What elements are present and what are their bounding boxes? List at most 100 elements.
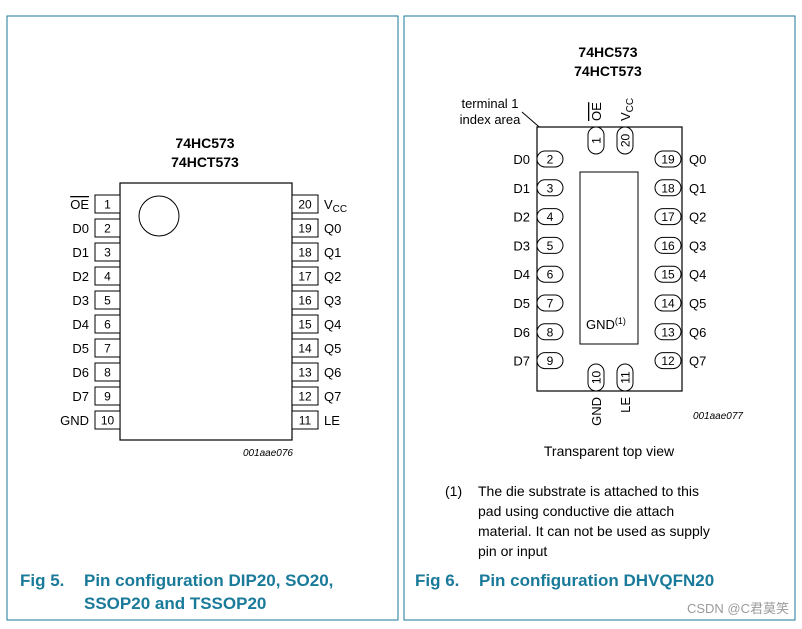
- fig6-pin-pad: [536, 265, 564, 283]
- fig6-pin-label: Q7: [689, 354, 706, 369]
- fig6-pin-number: 8: [547, 325, 554, 339]
- fig5-caption-line1: Pin configuration DIP20, SO20,: [84, 571, 333, 590]
- fig5-pin-12: 12 Q7: [291, 386, 341, 406]
- fig6-pin-7: 7D5: [513, 294, 564, 312]
- fig6-pin-label: D1: [513, 181, 530, 196]
- fig5-pin-box: [291, 362, 319, 382]
- fig6-pin-number: 15: [661, 268, 675, 282]
- fig5-pin-label: D4: [72, 317, 89, 332]
- fig5-pin-number: 14: [298, 342, 312, 356]
- fig6-pin-label: Q6: [689, 325, 706, 340]
- fig5-pin-box: [94, 242, 121, 262]
- fig6-pin-pad: [536, 179, 564, 197]
- fig5-pin-number: 20: [298, 198, 312, 212]
- fig5-pin-box: [94, 218, 121, 238]
- fig5-pin-label: Q5: [324, 341, 341, 356]
- fig6-pin-pad: [536, 294, 564, 312]
- fig6-pin-2: 2D0: [513, 150, 564, 168]
- fig5-pin-number: 3: [104, 246, 111, 260]
- fig5-pin-label: D2: [72, 269, 89, 284]
- fig5-panel: [6, 15, 399, 621]
- fig5-pin-number: 18: [298, 246, 312, 260]
- fig6-pin-pad: [587, 126, 605, 155]
- fig6-pin-1: 1OE: [587, 102, 605, 155]
- fig6-pin-number: 4: [547, 210, 554, 224]
- fig5-pin-label: D3: [72, 293, 89, 308]
- fig6-pin-number: 20: [619, 134, 633, 148]
- fig6-pin-label: Q1: [689, 181, 706, 196]
- fig5-caption-number: Fig 5.: [20, 571, 64, 590]
- fig6-pin-number: 19: [661, 153, 675, 167]
- fig5-pin-6: 6D4: [72, 314, 121, 334]
- fig5-pin-label: LE: [324, 413, 340, 428]
- fig6-panel: [403, 15, 796, 621]
- fig6-pin-label: Q4: [689, 267, 706, 282]
- fig5-pin-2: 2D0: [72, 218, 121, 238]
- fig5-pin-box: [291, 314, 319, 334]
- fig5-pin-label: D1: [72, 245, 89, 260]
- fig5-pin-label: GND: [60, 413, 89, 428]
- fig6-footnote-number: (1): [445, 483, 462, 499]
- fig6-pin-number: 17: [661, 210, 675, 224]
- fig5-pin-11: 11 LE: [291, 410, 340, 430]
- fig5-pin-number: 17: [298, 270, 312, 284]
- fig6-pin-label: D4: [513, 267, 530, 282]
- fig6-pin-6: 6D4: [513, 265, 564, 283]
- fig5-pin-box: [291, 386, 319, 406]
- fig5-pin-number: 11: [299, 414, 312, 428]
- fig5-pin-box: [94, 410, 121, 430]
- fig5-pin-label: Q7: [324, 389, 341, 404]
- fig6-pin-label: D0: [513, 152, 530, 167]
- fig6-pin-pad: [654, 265, 682, 283]
- fig5-pin-number: 15: [298, 318, 312, 332]
- fig5-pin-box: [291, 410, 319, 430]
- fig6-pin-3: 3D1: [513, 179, 564, 197]
- fig6-pin-number: 18: [661, 181, 675, 195]
- fig6-pin-label: GND: [589, 397, 604, 426]
- fig5-pin-14: 14 Q5: [291, 338, 341, 358]
- fig5-pin-label: Q0: [324, 221, 341, 236]
- fig5-pin-9: 9D7: [72, 386, 121, 406]
- fig5-drawing-code: 001aae076: [243, 448, 293, 459]
- fig5-pin-box: [291, 338, 319, 358]
- fig5-pin-label: OE: [70, 197, 89, 212]
- fig6-pin-pad: [616, 126, 634, 155]
- fig6-ic-body: [536, 126, 683, 392]
- fig5-pin-number: 16: [298, 294, 312, 308]
- fig5-pin-box: [291, 218, 319, 238]
- fig6-footnote: (1) The die substrate is attached to thi…: [445, 483, 710, 559]
- fig6-pin-pad: [616, 363, 634, 392]
- fig6-pin-pad: [654, 236, 682, 254]
- fig6-pin-pad: [536, 208, 564, 226]
- fig6-pin-pad: [536, 352, 564, 370]
- fig5-pin-7: 7D5: [72, 338, 121, 358]
- fig5-pin-label: D7: [72, 389, 89, 404]
- fig6-exposed-pad: [579, 171, 639, 345]
- fig5-pin-label: D6: [72, 365, 89, 380]
- fig6-footnote-line4: pin or input: [478, 543, 547, 559]
- fig5-caption-line2: SSOP20 and TSSOP20: [84, 594, 266, 613]
- fig5-pin-number: 10: [101, 414, 115, 428]
- fig6-pin-pad: [654, 179, 682, 197]
- fig6-part2: 74HCT573: [574, 63, 642, 79]
- fig6-pin-8: 8D6: [513, 323, 564, 341]
- fig6-pin-18: 18 Q1: [654, 179, 706, 197]
- fig6-pin-number: 9: [547, 354, 554, 368]
- fig5-pin-box: [94, 386, 121, 406]
- fig5-pin-number: 5: [104, 294, 111, 308]
- fig5-pin-number: 12: [298, 390, 312, 404]
